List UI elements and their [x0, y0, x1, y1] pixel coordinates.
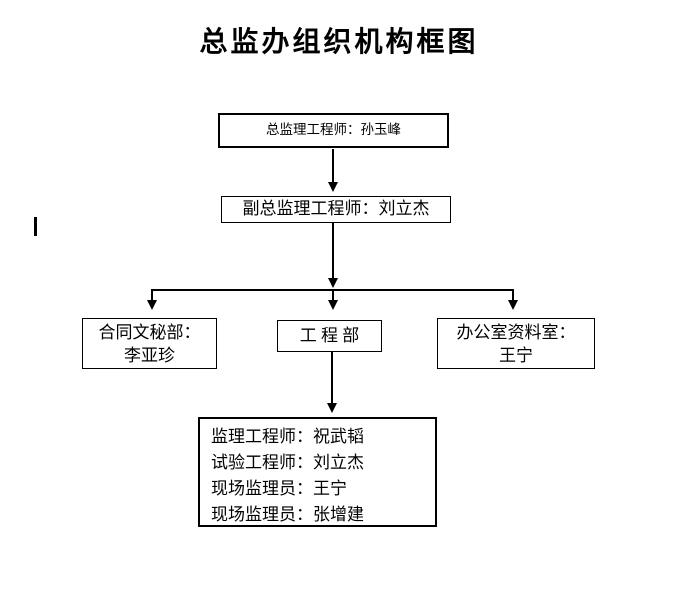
node-engineering-dept-label: 工 程 部 [299, 325, 360, 345]
node-contract-secretary-dept-person: 李亚珍 [124, 345, 175, 365]
node-contract-secretary-dept: 合同文秘部： 李亚珍 [82, 318, 217, 369]
text-cursor [34, 217, 37, 236]
node-office-archives-person: 王宁 [499, 345, 533, 365]
connector-branch-middle-line [332, 290, 334, 301]
node-deputy-chief-engineer-label: 副总监理工程师：刘立杰 [242, 199, 430, 219]
node-chief-engineer: 总监理工程师：孙玉峰 [218, 113, 449, 148]
node-office-archives: 办公室资料室： 王宁 [437, 318, 595, 369]
connector-branch-right-line [512, 290, 514, 301]
arrow-down-icon [328, 182, 338, 192]
node-contract-secretary-dept-title: 合同文秘部： [98, 322, 201, 342]
node-office-archives-title: 办公室资料室： [456, 322, 576, 342]
connector-engineering-to-staff-line [331, 352, 333, 404]
node-engineering-dept: 工 程 部 [277, 320, 382, 352]
staff-line-site-supervisor-2: 现场监理员：张增建 [211, 505, 364, 524]
arrow-down-icon [508, 300, 518, 310]
arrow-down-icon [147, 300, 157, 310]
staff-line-supervision-engineer: 监理工程师：祝武韬 [211, 427, 364, 446]
connector-deputy-stem-line [332, 223, 334, 279]
arrow-down-icon [328, 278, 338, 288]
arrow-down-icon [328, 300, 338, 310]
staff-line-site-supervisor-1: 现场监理员：王宁 [211, 479, 347, 498]
staff-line-test-engineer: 试验工程师：刘立杰 [211, 453, 364, 472]
node-deputy-chief-engineer: 副总监理工程师：刘立杰 [221, 196, 451, 223]
connector-branch-left-line [151, 290, 153, 301]
connector-chief-to-deputy-line [332, 149, 334, 183]
arrow-down-icon [327, 403, 337, 413]
node-staff-list: 监理工程师：祝武韬 试验工程师：刘立杰 现场监理员：王宁 现场监理员：张增建 [198, 417, 437, 527]
node-chief-engineer-label: 总监理工程师：孙玉峰 [266, 122, 401, 138]
page-title: 总监办组织机构框图 [199, 27, 479, 58]
